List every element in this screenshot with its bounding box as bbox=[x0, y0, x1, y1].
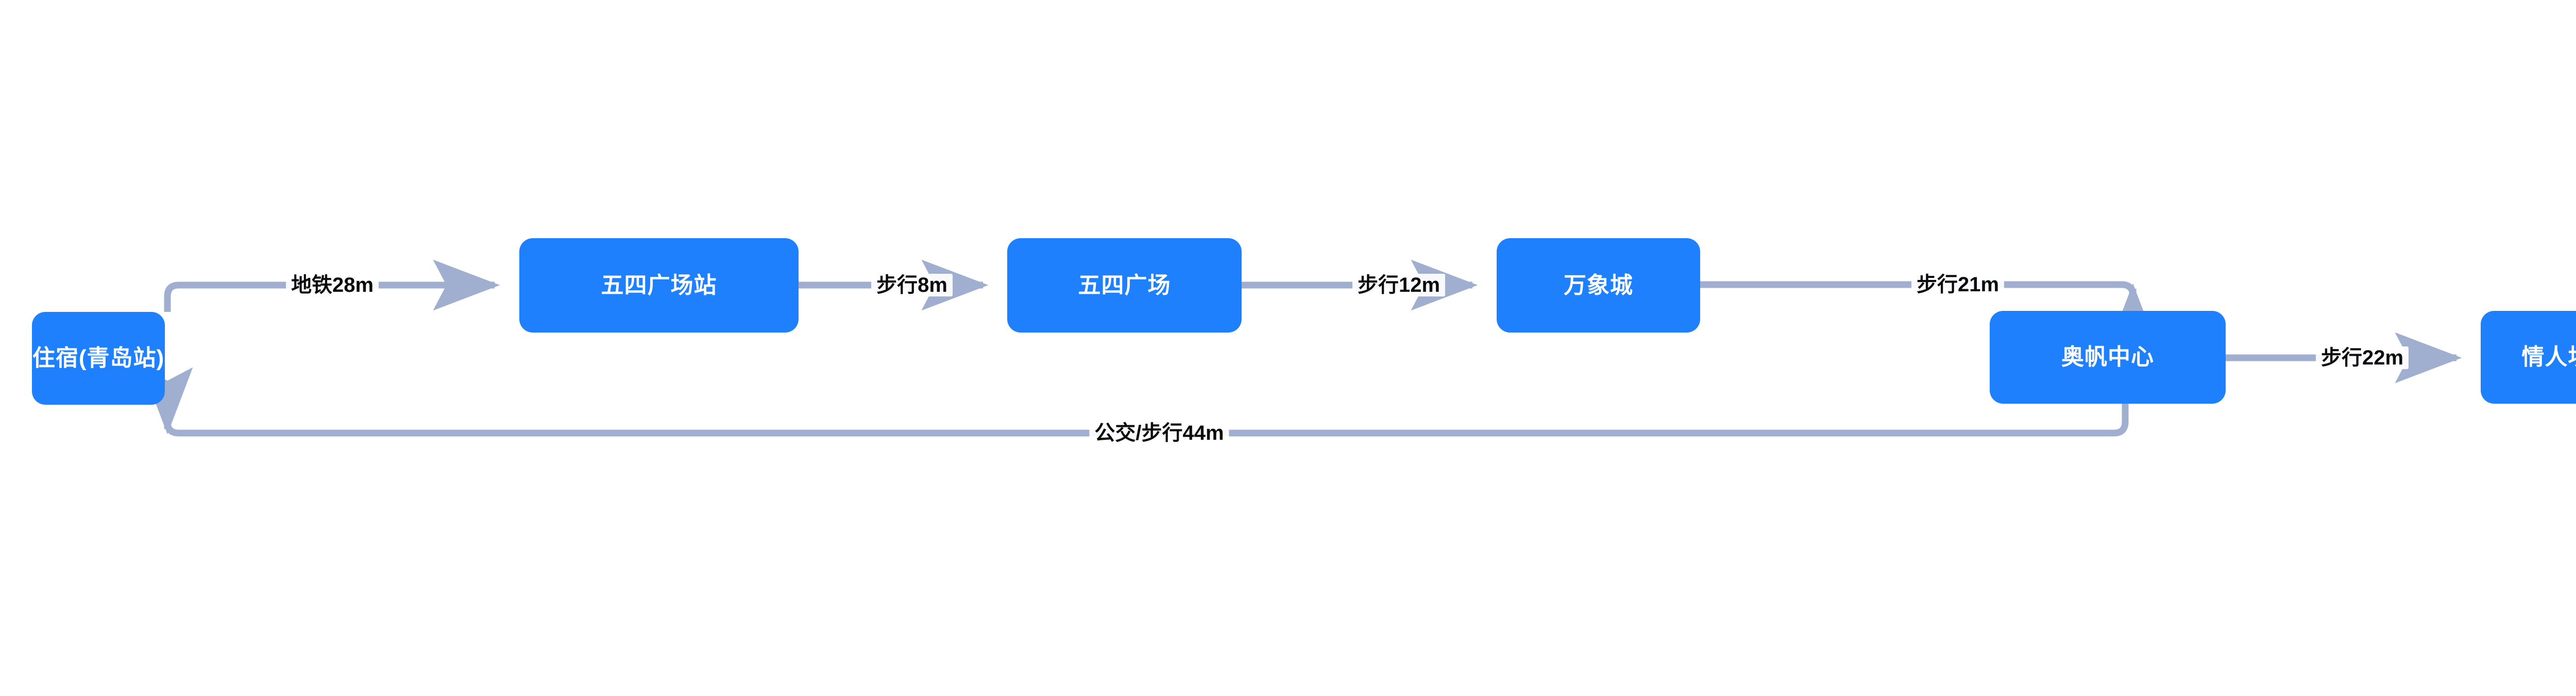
node-olympic-sailing-center[interactable]: 奥帆中心 bbox=[1990, 311, 2226, 404]
edge-label-walk-21m: 步行21m bbox=[1911, 273, 2005, 296]
node-olympic-sailing-center-label: 奥帆中心 bbox=[2061, 344, 2154, 370]
node-mixc-label: 万象城 bbox=[1564, 272, 1633, 298]
node-wusi-square[interactable]: 五四广场 bbox=[1007, 238, 1242, 333]
edge-label-walk-22m: 步行22m bbox=[2315, 346, 2409, 369]
node-wusi-square-station-label: 五四广场站 bbox=[601, 272, 717, 298]
node-wusi-square-station[interactable]: 五四广场站 bbox=[519, 238, 799, 333]
edge-mixc-to-olympic bbox=[1700, 281, 2159, 351]
edge-label-walk-8m: 步行8m bbox=[871, 274, 953, 296]
node-lovers-dam-label: 情人坝(可选) bbox=[2521, 344, 2576, 370]
edge-label-walk-12m: 步行12m bbox=[1352, 274, 1446, 296]
node-mixc[interactable]: 万象城 bbox=[1497, 238, 1700, 333]
edge-lodging-to-wusi-station bbox=[164, 259, 500, 312]
edge-label-subway-28m: 地铁28m bbox=[285, 274, 379, 296]
edge-label-bus-walk-44m: 公交/步行44m bbox=[1089, 422, 1229, 444]
node-lovers-dam[interactable]: 情人坝(可选) bbox=[2481, 311, 2576, 404]
node-lodging-label: 住宿(青岛站) bbox=[32, 345, 165, 371]
node-lodging[interactable]: 住宿(青岛站) bbox=[32, 312, 165, 405]
node-wusi-square-label: 五四广场 bbox=[1078, 272, 1171, 298]
